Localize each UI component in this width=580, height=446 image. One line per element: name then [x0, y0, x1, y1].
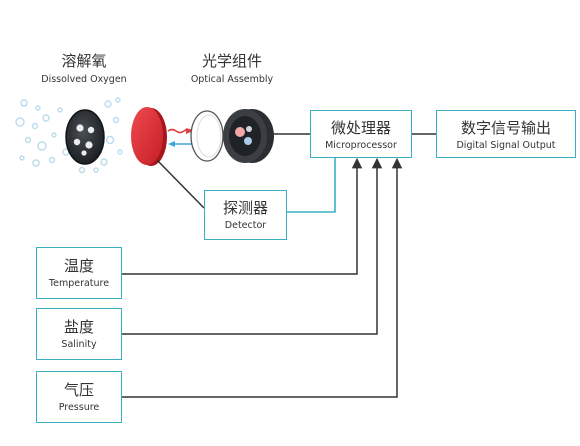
microprocessor-title: 微处理器 [330, 119, 391, 137]
dissolved-oxygen-subtitle: Dissolved Oxygen [41, 74, 127, 85]
detector-title: 探测器 [222, 199, 268, 217]
oxygen-sensor-icon [65, 109, 105, 165]
temperature-signal-line [122, 157, 363, 275]
optical-assembly-caption: 光学组件 Optical Assembly [170, 52, 294, 86]
detector-subtitle: Detector [224, 220, 267, 231]
temperature-title: 温度 [63, 257, 94, 275]
temperature-subtitle: Temperature [48, 278, 110, 289]
optical-housing-icon [223, 109, 274, 163]
detector-to-microprocessor-line [287, 157, 336, 213]
oxygen-bubbles [15, 97, 123, 174]
salinity-box: 盐度 Salinity [36, 308, 122, 360]
connector-lines [122, 133, 436, 398]
sensing-membrane-icon [131, 107, 167, 166]
pressure-box: 气压 Pressure [36, 371, 122, 423]
optical-assembly-title: 光学组件 [201, 52, 262, 70]
light-path-arrows [167, 128, 194, 147]
detector-box: 探测器 Detector [204, 190, 287, 240]
dissolved-oxygen-title: 溶解氧 [61, 52, 107, 70]
digital-output-box: 数字信号输出 Digital Signal Output [436, 110, 576, 158]
digital-output-subtitle: Digital Signal Output [456, 140, 556, 151]
optical-assembly-subtitle: Optical Assembly [190, 74, 274, 85]
optical-lens-icon [190, 110, 224, 162]
salinity-subtitle: Salinity [61, 339, 97, 350]
microprocessor-box: 微处理器 Microprocessor [310, 110, 412, 158]
membrane-to-detector-line [156, 159, 205, 209]
pressure-title: 气压 [63, 381, 94, 399]
microprocessor-subtitle: Microprocessor [325, 140, 397, 151]
pressure-signal-line [122, 157, 403, 398]
temperature-box: 温度 Temperature [36, 247, 122, 299]
digital-output-title: 数字信号输出 [460, 119, 551, 137]
salinity-signal-line [122, 157, 383, 335]
dissolved-oxygen-caption: 溶解氧 Dissolved Oxygen [22, 52, 146, 86]
salinity-title: 盐度 [63, 318, 94, 336]
pressure-subtitle: Pressure [58, 402, 100, 413]
